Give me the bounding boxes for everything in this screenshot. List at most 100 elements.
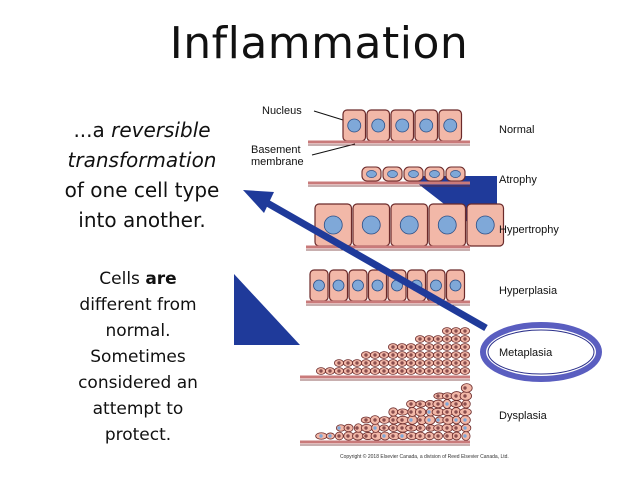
definition-text: ...a reversible transformation of one ce… bbox=[52, 115, 232, 235]
note-line-5: considered an bbox=[78, 373, 198, 393]
dysplasia-row-nucleus bbox=[409, 402, 413, 406]
dysplasia-row-nucleus bbox=[445, 418, 449, 422]
metaplasia-row-nucleus bbox=[427, 369, 431, 373]
metaplasia-row-nucleus bbox=[382, 353, 386, 357]
atrophy-row-nucleus bbox=[450, 170, 461, 178]
dysplasia-row-nucleus bbox=[382, 426, 386, 430]
normal-row-nucleus bbox=[419, 118, 434, 133]
metaplasia-row-nucleus bbox=[373, 369, 377, 373]
metaplasia-row-nucleus bbox=[436, 369, 440, 373]
dysplasia-row-nucleus bbox=[463, 434, 467, 438]
metaplasia-row-nucleus bbox=[436, 345, 440, 349]
dysplasia-row-nucleus bbox=[409, 426, 413, 430]
dysplasia-row-nucleus bbox=[391, 410, 395, 414]
metaplasia-row-nucleus bbox=[427, 361, 431, 365]
dysplasia-row-nucleus bbox=[427, 426, 431, 430]
metaplasia-row-nucleus bbox=[427, 337, 431, 341]
note-line-6: attempt to bbox=[92, 399, 184, 419]
dysplasia-row-nucleus bbox=[346, 426, 350, 430]
note-line-2: different from bbox=[79, 295, 197, 315]
normal-row-nucleus bbox=[347, 118, 362, 133]
hyperplasia-row-nucleus bbox=[332, 279, 345, 292]
hyperplasia-row-nucleus bbox=[352, 279, 364, 292]
dysplasia-row-nucleus bbox=[391, 434, 395, 438]
metaplasia-row-nucleus bbox=[346, 361, 350, 365]
metaplasia-row-nucleus bbox=[409, 345, 413, 349]
dysplasia-row-nucleus bbox=[436, 418, 440, 422]
metaplasia-row-nucleus bbox=[454, 353, 458, 357]
dysplasia-row-nucleus bbox=[427, 402, 431, 406]
metaplasia-row-nucleus bbox=[382, 361, 386, 365]
metaplasia-row-nucleus bbox=[409, 361, 413, 365]
metaplasia-row-nucleus bbox=[454, 337, 458, 341]
dysplasia-row-nucleus bbox=[319, 434, 323, 438]
hypertrophy-row-nucleus bbox=[323, 215, 343, 235]
atrophy-row-nucleus bbox=[429, 170, 440, 178]
basement-pointer bbox=[311, 143, 356, 156]
metaplasia-row-nucleus bbox=[418, 353, 422, 357]
dysplasia-row-nucleus bbox=[418, 426, 422, 430]
dysplasia-row-nucleus bbox=[364, 434, 368, 438]
hypertrophy-row-nucleus bbox=[399, 215, 419, 235]
metaplasia-row-nucleus bbox=[454, 369, 458, 373]
lead-italic-2: transformation bbox=[67, 148, 217, 172]
dysplasia-row-nucleus bbox=[463, 402, 467, 406]
copyright-text: Copyright © 2018 Elsevier Canada, a divi… bbox=[340, 453, 509, 460]
basement-label-2: membrane bbox=[251, 156, 304, 168]
dysplasia-row-nucleus bbox=[373, 418, 377, 422]
dysplasia-row-nucleus bbox=[463, 426, 467, 430]
metaplasia-highlight-ring-inner bbox=[487, 329, 595, 375]
metaplasia-row-nucleus bbox=[463, 329, 467, 333]
note-line-3: normal. bbox=[105, 321, 171, 341]
metaplasia-row-nucleus bbox=[463, 345, 467, 349]
metaplasia-row-nucleus bbox=[454, 345, 458, 349]
metaplasia-row-nucleus bbox=[445, 329, 449, 333]
lead-italic-1: reversible bbox=[111, 118, 211, 142]
metaplasia-row-nucleus bbox=[463, 353, 467, 357]
metaplasia-row-nucleus bbox=[400, 361, 404, 365]
stage-label-normal: Normal bbox=[499, 124, 534, 136]
nucleus-label: Nucleus bbox=[262, 105, 302, 117]
dysplasia-row-nucleus bbox=[445, 394, 449, 398]
dysplasia-row-nucleus bbox=[454, 426, 458, 430]
note-text: Cells are different from normal. Sometim… bbox=[58, 266, 218, 448]
metaplasia-row-nucleus bbox=[463, 369, 467, 373]
metaplasia-row-nucleus bbox=[445, 353, 449, 357]
metaplasia-row-nucleus bbox=[463, 361, 467, 365]
dysplasia-row-nucleus bbox=[409, 418, 413, 422]
dysplasia-row-nucleus bbox=[373, 434, 377, 438]
lead-line-4: into another. bbox=[78, 208, 206, 232]
dysplasia-row-nucleus bbox=[391, 426, 395, 430]
dysplasia-row-nucleus bbox=[391, 418, 395, 422]
metaplasia-row-nucleus bbox=[373, 361, 377, 365]
metaplasia-row-nucleus bbox=[319, 369, 323, 373]
metaplasia-row-nucleus bbox=[418, 369, 422, 373]
metaplasia-row-nucleus bbox=[391, 361, 395, 365]
atrophy-row-nucleus bbox=[387, 170, 398, 178]
dysplasia-row-nucleus bbox=[346, 434, 350, 438]
dysplasia-row-nucleus bbox=[427, 434, 431, 438]
dysplasia-row-nucleus bbox=[400, 426, 404, 430]
metaplasia-row-nucleus bbox=[373, 353, 377, 357]
metaplasia-row-nucleus bbox=[445, 345, 449, 349]
stage-label-atrophy: Atrophy bbox=[499, 174, 537, 186]
note-word: Cells bbox=[99, 269, 146, 289]
normal-row-nucleus bbox=[443, 118, 458, 133]
metaplasia-row-nucleus bbox=[436, 361, 440, 365]
dysplasia-row-nucleus bbox=[418, 418, 422, 422]
note-bold: are bbox=[145, 269, 177, 289]
atrophy-row-nucleus bbox=[408, 170, 419, 178]
dysplasia-row-nucleus bbox=[454, 402, 458, 406]
dysplasia-row-nucleus bbox=[463, 394, 467, 398]
normal-row-nucleus bbox=[371, 118, 386, 133]
dysplasia-row-nucleus bbox=[337, 434, 341, 438]
atrophy-row-nucleus bbox=[366, 170, 377, 178]
dysplasia-row-nucleus bbox=[418, 410, 422, 414]
dysplasia-row-nucleus bbox=[418, 402, 422, 406]
metaplasia-row-nucleus bbox=[409, 369, 413, 373]
metaplasia-row-nucleus bbox=[445, 369, 449, 373]
dysplasia-row-nucleus bbox=[400, 410, 404, 414]
dysplasia-row-nucleus bbox=[364, 426, 368, 430]
metaplasia-row-nucleus bbox=[418, 337, 422, 341]
